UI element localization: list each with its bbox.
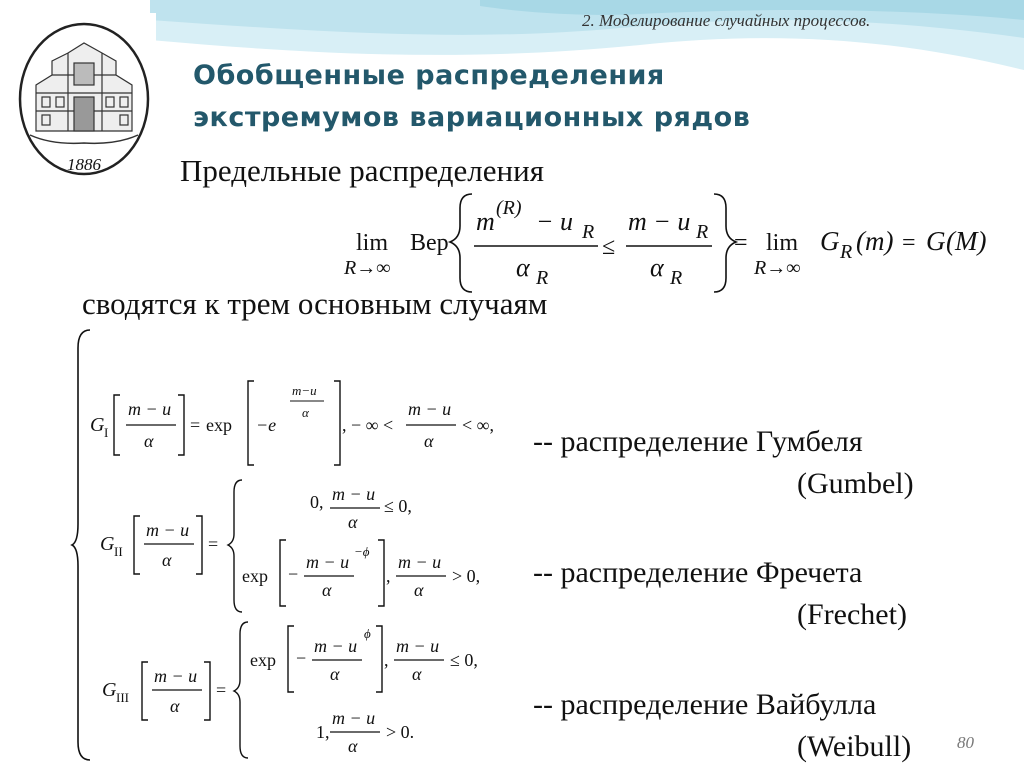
gumbel-prefix-cond: , − ∞ < [342, 415, 393, 435]
weibull-row1-minus: − [296, 648, 306, 668]
caption-gumbel-en: (Gumbel) [797, 467, 914, 500]
weibull-frac-num: m − u [154, 666, 197, 686]
frechet-frac-num: m − u [146, 520, 189, 540]
frechet-row2-exp: exp [242, 566, 268, 586]
lim-left: lim [356, 230, 388, 256]
gumbel-suffix-cond: < ∞, [462, 415, 494, 435]
weibull-row1-num: m − u [314, 636, 357, 656]
frechet-row1-den: α [348, 512, 358, 532]
prob-label: Вер [410, 230, 449, 256]
gumbel-eq: = [190, 415, 200, 435]
frechet-row2-num: m − u [306, 552, 349, 572]
gumbel-exp-sup-den: α [302, 405, 310, 420]
frechet-row2-sup: −ϕ [354, 544, 370, 559]
gumbel-frac-num: m − u [128, 399, 171, 419]
weibull-g: G [102, 679, 117, 701]
lim-right-sub: R→∞ [753, 257, 800, 279]
frechet-row2-cond-den: α [414, 580, 424, 600]
university-logo: 1886 [12, 13, 156, 179]
lhs-u-sub: R [581, 221, 594, 243]
lhs-sup-R: (R) [496, 197, 522, 219]
lhs-alpha: α [516, 253, 531, 282]
rhs-u-sub: R [695, 221, 708, 243]
weibull-row2-suffix: > 0. [386, 722, 414, 742]
frechet-row2-suffix: > 0, [452, 566, 480, 586]
weibull-row2-num: m − u [332, 708, 375, 728]
g-r: G [820, 226, 840, 256]
lim-left-sub: R→∞ [343, 257, 390, 279]
gumbel-exp: exp [206, 415, 232, 435]
frechet-row2-comma: , [386, 566, 391, 586]
weibull-row2-den: α [348, 736, 358, 756]
lhs-minus-u: − u [536, 207, 573, 236]
lhs-alpha-sub: R [535, 267, 548, 289]
slide-title-line-1: Обобщенные распределения [193, 60, 665, 91]
frechet-eq: = [208, 534, 218, 554]
weibull-row1-comma: , [384, 650, 389, 670]
right-brace [713, 193, 739, 293]
g-m: G [926, 226, 946, 256]
frechet-g-sub: II [114, 544, 123, 559]
logo-year: 1886 [67, 155, 102, 174]
gumbel-formula: G I m − u α = exp −e m−u α , − ∞ < m − u… [90, 380, 494, 466]
frechet-row1-num: m − u [332, 484, 375, 504]
gumbel-frac-den: α [144, 431, 154, 451]
frechet-g: G [100, 533, 115, 555]
leq-sign: ≤ [602, 234, 615, 260]
intro-text: сводятся к трем основным случаям [82, 286, 548, 321]
frechet-row1-suffix: ≤ 0, [384, 496, 412, 516]
weibull-row1-cond-num: m − u [396, 636, 439, 656]
equals-sign: = [734, 230, 748, 256]
rhs-alpha: α [650, 253, 665, 282]
left-brace [447, 193, 473, 293]
subtitle: Предельные распределения [180, 153, 544, 188]
frechet-row2-minus: − [288, 564, 298, 584]
gumbel-neg-e: −e [256, 415, 276, 435]
frechet-row2-cond-num: m − u [398, 552, 441, 572]
caption-weibull-en: (Weibull) [797, 730, 912, 763]
g-m-arg: (M) [946, 226, 986, 256]
page-number: 80 [957, 733, 974, 752]
frechet-frac-den: α [162, 550, 172, 570]
frechet-row1-prefix: 0, [310, 492, 324, 512]
equals-sign-2: = [902, 230, 916, 256]
caption-gumbel: -- распределение Гумбеля [533, 425, 863, 458]
gumbel-cond-den: α [424, 431, 434, 451]
weibull-row2-prefix: 1, [316, 722, 330, 742]
lim-right: lim [766, 230, 798, 256]
weibull-row1-sup: ϕ [364, 626, 371, 641]
limit-formula: lim R→∞ Вер m (R) − u R α R ≤ m − u R α … [343, 193, 986, 293]
g-r-arg: (m) [856, 226, 893, 256]
caption-frechet-en: (Frechet) [797, 598, 907, 631]
rhs-num: m − u [628, 207, 690, 236]
weibull-row1-exp: exp [250, 650, 276, 670]
frechet-row2-den: α [322, 580, 332, 600]
gumbel-g-sub: I [104, 425, 108, 440]
lhs-m: m [476, 207, 495, 236]
weibull-row1-den: α [330, 664, 340, 684]
slide-title-line-2: экстремумов вариационных рядов [193, 102, 751, 133]
rhs-alpha-sub: R [669, 267, 682, 289]
outer-brace [70, 329, 91, 761]
weibull-eq: = [216, 680, 226, 700]
gumbel-g: G [90, 414, 105, 436]
caption-frechet: -- распределение Фречета [533, 556, 863, 589]
weibull-formula: G III m − u α = exp − m − u ϕ α , m − u … [102, 621, 478, 759]
gumbel-cond-num: m − u [408, 399, 451, 419]
caption-weibull: -- распределение Вайбулла [533, 688, 877, 721]
weibull-row1-suffix: ≤ 0, [450, 650, 478, 670]
weibull-row1-cond-den: α [412, 664, 422, 684]
weibull-frac-den: α [170, 696, 180, 716]
gumbel-exp-sup-num: m−u [292, 383, 317, 398]
g-r-sub: R [839, 241, 852, 263]
section-header: 2. Моделирование случайных процессов. [582, 11, 871, 30]
university-building-emblem-icon: 1886 [12, 13, 156, 179]
weibull-g-sub: III [116, 690, 129, 705]
frechet-formula: G II m − u α = 0, m − u α ≤ 0, exp − m −… [100, 479, 480, 613]
